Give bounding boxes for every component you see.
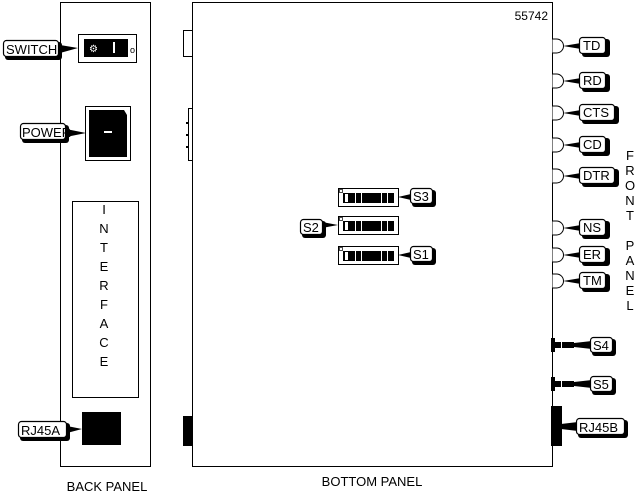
front-panel-caption: F R O N T P A N E L <box>625 148 635 313</box>
led-label: TD <box>583 38 600 53</box>
diagram-id: 55742 <box>515 9 549 23</box>
s5-label: S5 <box>593 377 609 392</box>
led-label: CD <box>583 137 602 152</box>
rj45a-jack <box>82 412 121 445</box>
front-panel-leds: TD RD CTS CD DTR NS ER TM <box>552 36 619 292</box>
rj45b-label: RJ45B <box>579 420 618 435</box>
rj45a-label: RJ45A <box>21 423 60 438</box>
led-cts: CTS <box>552 103 619 124</box>
back-panel-caption: BACK PANEL <box>67 479 148 494</box>
s1-label: S1 <box>413 247 429 262</box>
back-panel: ⚙ o I N T E R F A C E BA <box>60 2 151 494</box>
s3-label: S3 <box>413 189 429 204</box>
dip-switch-s3: S3 <box>338 187 436 207</box>
interface-letter: T <box>100 240 108 255</box>
caption-letter: F <box>626 148 634 163</box>
caption-letter: A <box>626 253 635 268</box>
interface-letter: C <box>99 335 108 350</box>
switch-s5: S5 <box>551 375 616 395</box>
callout-rj45a: RJ45A <box>17 420 82 441</box>
caption-letter: P <box>626 238 635 253</box>
led-ns: NS <box>552 218 610 239</box>
switch-s4: S4 <box>551 336 616 356</box>
interface-letter: E <box>100 259 109 274</box>
led-tm: TM <box>552 271 610 292</box>
led-label: TM <box>583 273 602 288</box>
led-er: ER <box>552 245 610 266</box>
s4-label: S4 <box>593 338 609 353</box>
interface-letter: I <box>102 202 106 217</box>
dip-switch-s2: S2 <box>299 216 399 238</box>
led-rd: RD <box>552 71 610 92</box>
led-label: CTS <box>583 105 609 120</box>
svg-text:⚙: ⚙ <box>89 44 98 55</box>
interface-connector: I N T E R F A C E <box>72 201 139 398</box>
led-cd: CD <box>552 135 610 156</box>
power-switch: ⚙ o <box>78 34 137 63</box>
interface-letter: N <box>99 221 108 236</box>
dip-switch-s1: S1 <box>338 245 436 265</box>
bottom-panel-caption: BOTTOM PANEL <box>322 474 423 489</box>
interface-letter: E <box>100 354 109 369</box>
interface-letter: R <box>99 278 108 293</box>
s2-label: S2 <box>303 220 319 235</box>
interface-letter: F <box>100 297 108 312</box>
callout-switch: SWITCH <box>2 39 78 60</box>
led-label: ER <box>583 247 601 262</box>
caption-letter: O <box>625 178 635 193</box>
led-label: DTR <box>583 168 610 183</box>
caption-letter: T <box>626 208 634 223</box>
power-label: POWER <box>22 125 71 140</box>
led-td: TD <box>552 36 610 57</box>
rj45b-jack: RJ45B <box>551 406 628 446</box>
callout-power: POWER <box>19 122 86 143</box>
svg-text:o: o <box>130 45 135 55</box>
led-label: RD <box>583 73 602 88</box>
interface-letter: A <box>100 316 109 331</box>
led-dtr: DTR <box>552 166 619 187</box>
power-inlet <box>85 106 131 161</box>
caption-letter: N <box>625 193 634 208</box>
caption-letter: E <box>626 283 635 298</box>
caption-letter: L <box>626 298 633 313</box>
caption-letter: R <box>625 163 634 178</box>
switch-label: SWITCH <box>6 42 57 57</box>
led-label: NS <box>583 220 601 235</box>
caption-letter: N <box>625 268 634 283</box>
bottom-panel: 55742 BOTTOM PANEL <box>183 2 553 489</box>
